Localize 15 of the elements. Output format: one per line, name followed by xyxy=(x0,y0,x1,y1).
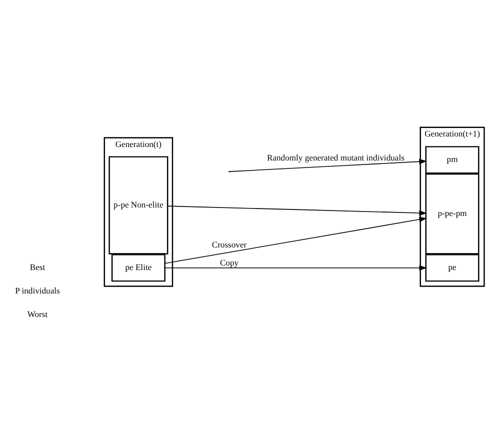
label: Best xyxy=(30,262,46,272)
node-box: p-pe Non-elite xyxy=(108,156,168,254)
node-box: pe Elite xyxy=(111,254,166,282)
arrow xyxy=(230,158,427,172)
arrow xyxy=(164,264,427,270)
label: Worst xyxy=(27,308,48,318)
node-box: p-pe-pm xyxy=(425,172,480,254)
node-box: pm xyxy=(425,146,480,174)
edge-label: Copy xyxy=(220,257,239,268)
label: P individuals xyxy=(15,284,60,295)
arrow xyxy=(164,216,427,264)
arrow xyxy=(167,205,427,216)
edge-label: Crossover xyxy=(212,239,247,250)
node-box: pe xyxy=(425,254,480,282)
edge-label: Randomly generated mutant individuals xyxy=(266,152,404,162)
